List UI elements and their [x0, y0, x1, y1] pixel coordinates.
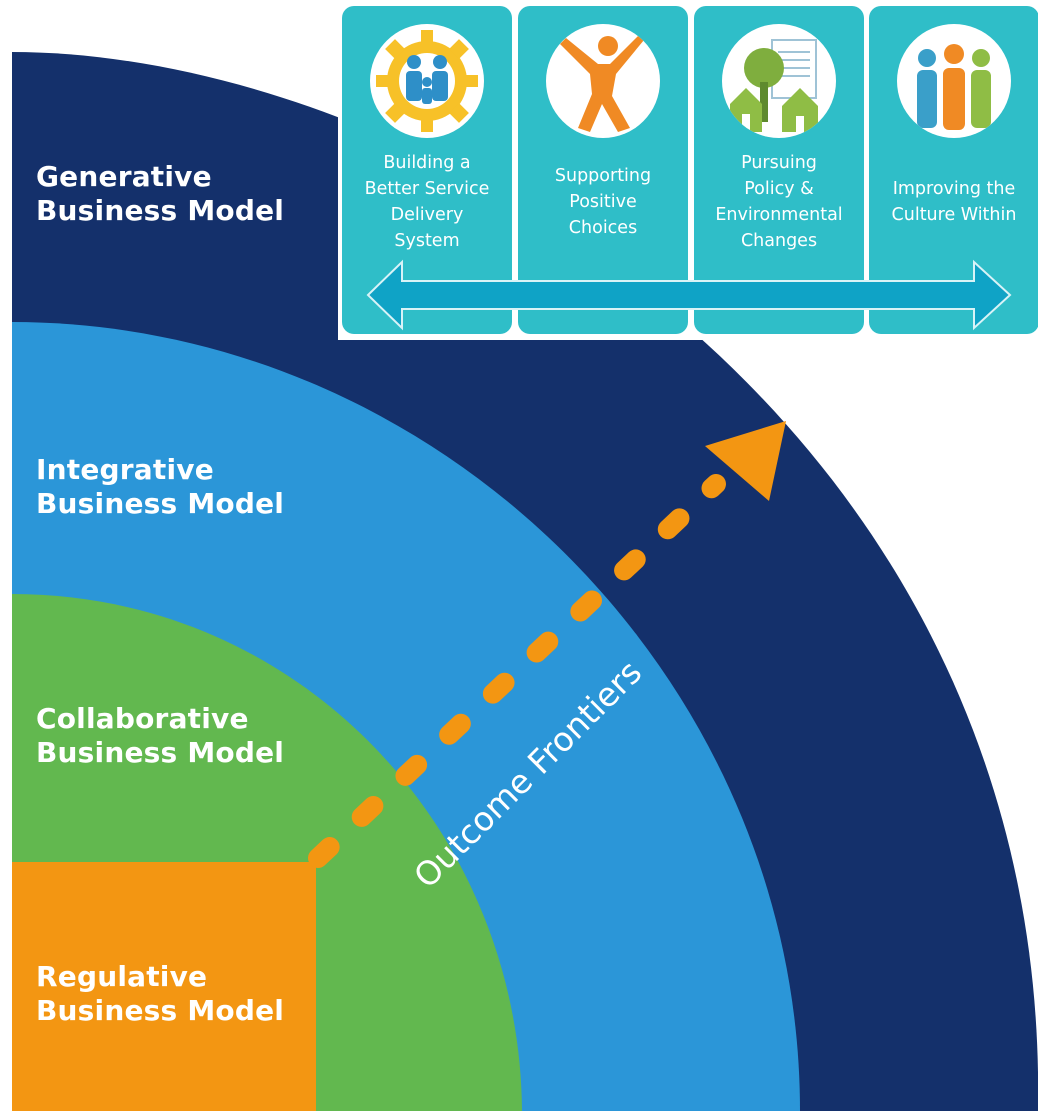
frontier-arrowhead: [705, 421, 786, 501]
strategy-label-line: Positive: [569, 192, 637, 212]
strategy-label-line: Culture Within: [891, 205, 1017, 225]
strategy-card-positive-choices: Supporting Positive Choices: [518, 6, 688, 334]
model-label-line: Integrative: [36, 453, 214, 486]
strategy-label-line: Policy &: [744, 179, 814, 199]
double-arrow-icon: [366, 259, 1012, 331]
strategy-label-line: Building a: [383, 153, 471, 173]
strategy-label-line: Improving the: [892, 179, 1016, 199]
strategy-label-line: Delivery: [390, 205, 464, 225]
model-label-regulative: Regulative Business Model: [36, 960, 284, 1028]
strategy-label-line: Environmental: [715, 205, 843, 225]
strategy-label: Improving the Culture Within: [873, 176, 1035, 228]
strategy-label-line: Changes: [740, 231, 818, 251]
strategy-card-culture-within: Improving the Culture Within: [869, 6, 1038, 334]
block-regulative: [12, 862, 316, 1111]
model-label-line: Business Model: [36, 487, 285, 520]
model-label-line: Regulative: [36, 960, 208, 993]
model-label-line: Collaborative: [36, 702, 249, 735]
strategy-label-line: System: [394, 231, 460, 251]
strategy-card-policy-environment: Pursuing Policy & Environmental Changes: [694, 6, 864, 334]
model-label-integrative: Integrative Business Model: [36, 453, 284, 521]
strategy-label-line: Supporting: [554, 166, 652, 186]
model-label-line: Business Model: [36, 194, 285, 227]
strategy-panel: Building a Better Service Delivery Syste…: [338, 0, 1038, 340]
strategy-label: Supporting Positive Choices: [522, 163, 684, 241]
strategy-card-service-delivery: Building a Better Service Delivery Syste…: [342, 6, 512, 334]
frontier-dashed-arrow: [308, 421, 786, 868]
tree-houses-document-icon: [722, 24, 836, 138]
group-of-people-icon: [897, 24, 1011, 138]
strategy-label-line: Pursuing: [741, 153, 817, 173]
model-label-line: Generative: [36, 160, 212, 193]
model-label-generative: Generative Business Model: [36, 160, 284, 228]
gear-people-icon: [370, 24, 484, 138]
strategy-label-line: Better Service: [364, 179, 490, 199]
model-label-collaborative: Collaborative Business Model: [36, 702, 284, 770]
strategy-label-line: Choices: [568, 218, 638, 238]
model-label-line: Business Model: [36, 994, 285, 1027]
strategy-label: Pursuing Policy & Environmental Changes: [698, 150, 860, 254]
person-cheering-icon: [546, 24, 660, 138]
strategy-label: Building a Better Service Delivery Syste…: [346, 150, 508, 254]
model-label-line: Business Model: [36, 736, 285, 769]
